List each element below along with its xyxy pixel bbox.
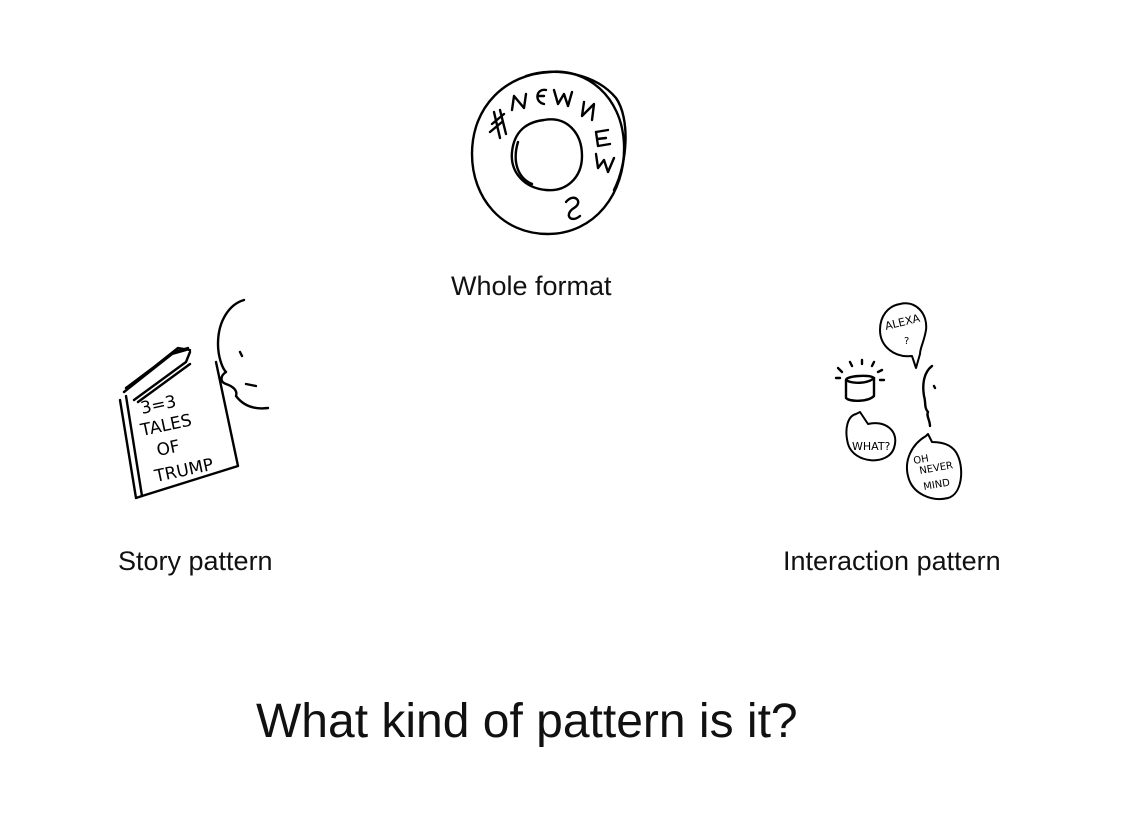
- svg-text:?: ?: [904, 336, 909, 347]
- interaction-pattern-label: Interaction pattern: [783, 546, 1001, 576]
- svg-text:OH: OH: [913, 453, 930, 467]
- whole-format-label: Whole format: [451, 271, 612, 301]
- svg-text:MIND: MIND: [923, 477, 952, 493]
- story-pattern-label: Story pattern: [118, 546, 273, 576]
- donut-sketch-icon: [470, 70, 627, 236]
- voice-assistant-conversation-icon: ALEXA ? WHAT? OH NEVER MIND: [834, 302, 963, 500]
- person-reading-book-icon: 3=3 TALES OF TRUMP: [118, 298, 270, 500]
- svg-text:ALEXA: ALEXA: [884, 312, 922, 333]
- svg-text:OF: OF: [155, 437, 182, 461]
- svg-text:WHAT?: WHAT?: [852, 440, 891, 453]
- main-question: What kind of pattern is it?: [256, 695, 798, 748]
